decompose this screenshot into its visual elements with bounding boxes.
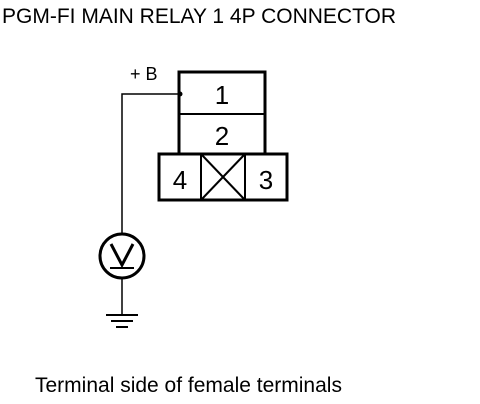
terminal-4-label: 4 (173, 165, 187, 195)
probe-wire (121, 93, 180, 234)
diagram-title: PGM-FI MAIN RELAY 1 4P CONNECTOR (2, 5, 397, 28)
connector-lower-body (157, 152, 289, 202)
supply-label: + B (130, 64, 158, 84)
terminal-3-label: 3 (259, 165, 273, 195)
probe-contact (177, 91, 183, 97)
diagram-caption: Terminal side of female terminals (35, 374, 342, 397)
terminal-2-label: 2 (215, 121, 229, 151)
terminal-1-label: 1 (215, 80, 229, 110)
voltmeter-icon (98, 232, 146, 280)
ground-icon (106, 314, 138, 328)
crossed-box-icon (200, 153, 246, 201)
